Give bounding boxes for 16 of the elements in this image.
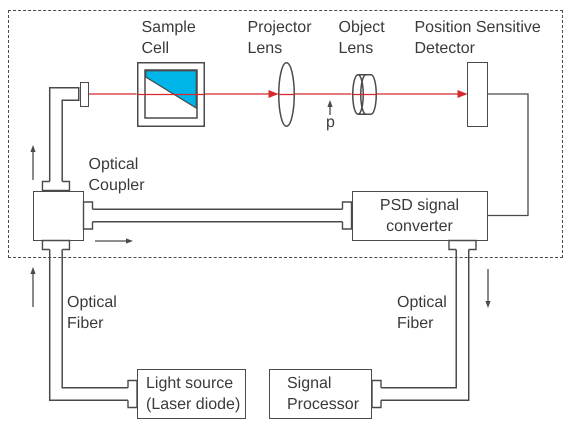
component-label: Object Lens — [338, 18, 386, 58]
component-label: Position Sensitive Detector — [414, 18, 542, 58]
light-source-box: Light source (Laser diode) — [137, 369, 246, 419]
connector-line — [294, 93, 352, 95]
connector-line — [488, 93, 529, 216]
arrow — [376, 90, 468, 98]
dashed-enclosure — [8, 10, 563, 258]
component-label: Optical Coupler — [88, 154, 146, 196]
fiber-connector — [80, 82, 88, 106]
converter-box: PSD signal converter — [352, 190, 488, 240]
arrow — [204, 90, 278, 98]
connector-line — [88, 93, 136, 95]
processor-box: Signal Processor — [269, 369, 372, 419]
symbol-label: p — [326, 113, 335, 133]
component-label: Projector Lens — [248, 18, 313, 58]
component-label: Sample Cell — [142, 18, 197, 58]
